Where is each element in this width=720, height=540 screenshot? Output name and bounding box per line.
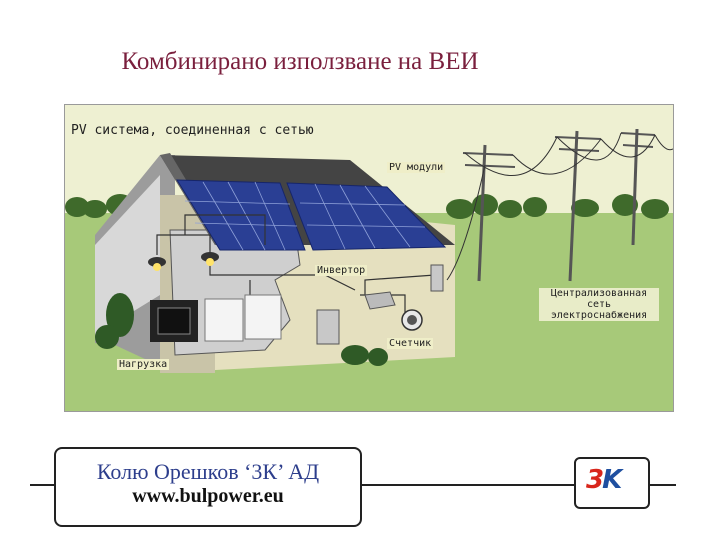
label-meter: Счетчик [387, 338, 434, 349]
breaker-panel [316, 309, 340, 345]
label-load: Нагрузка [117, 359, 170, 370]
company-logo: 3K [574, 457, 650, 509]
ceiling-lamps [148, 252, 219, 271]
author-name: Колю Орешков ‘3К’ АД [96, 459, 320, 484]
label-grid: Централизованная сеть электроснабжения [539, 288, 659, 321]
author-box: Колю Орешков ‘3К’ АД www.bulpower.eu [54, 447, 362, 527]
logo-mark: 3K [586, 465, 622, 495]
diagram-title: PV система, соединенная с сетью [71, 123, 314, 138]
washer-dryer [204, 294, 282, 342]
label-pv-modules: PV модули [387, 162, 446, 173]
shrubs [95, 293, 388, 366]
slide-title: Комбинирано използване на ВЕИ [121, 48, 479, 75]
inverter-box [364, 291, 396, 310]
pv-system-diagram: PV система, соединенная с сетью PV модул… [64, 104, 674, 412]
footer-divider-middle [358, 484, 574, 486]
power-lines [446, 132, 673, 281]
website-link[interactable]: www.bulpower.eu [132, 485, 284, 507]
label-inverter: Инвертор [315, 265, 368, 276]
electric-meter [401, 309, 423, 331]
house-left-wall [95, 175, 160, 335]
disconnect-box [430, 264, 444, 292]
footer-divider-right [648, 484, 676, 486]
footer-divider-left [30, 484, 54, 486]
tv [150, 300, 198, 342]
